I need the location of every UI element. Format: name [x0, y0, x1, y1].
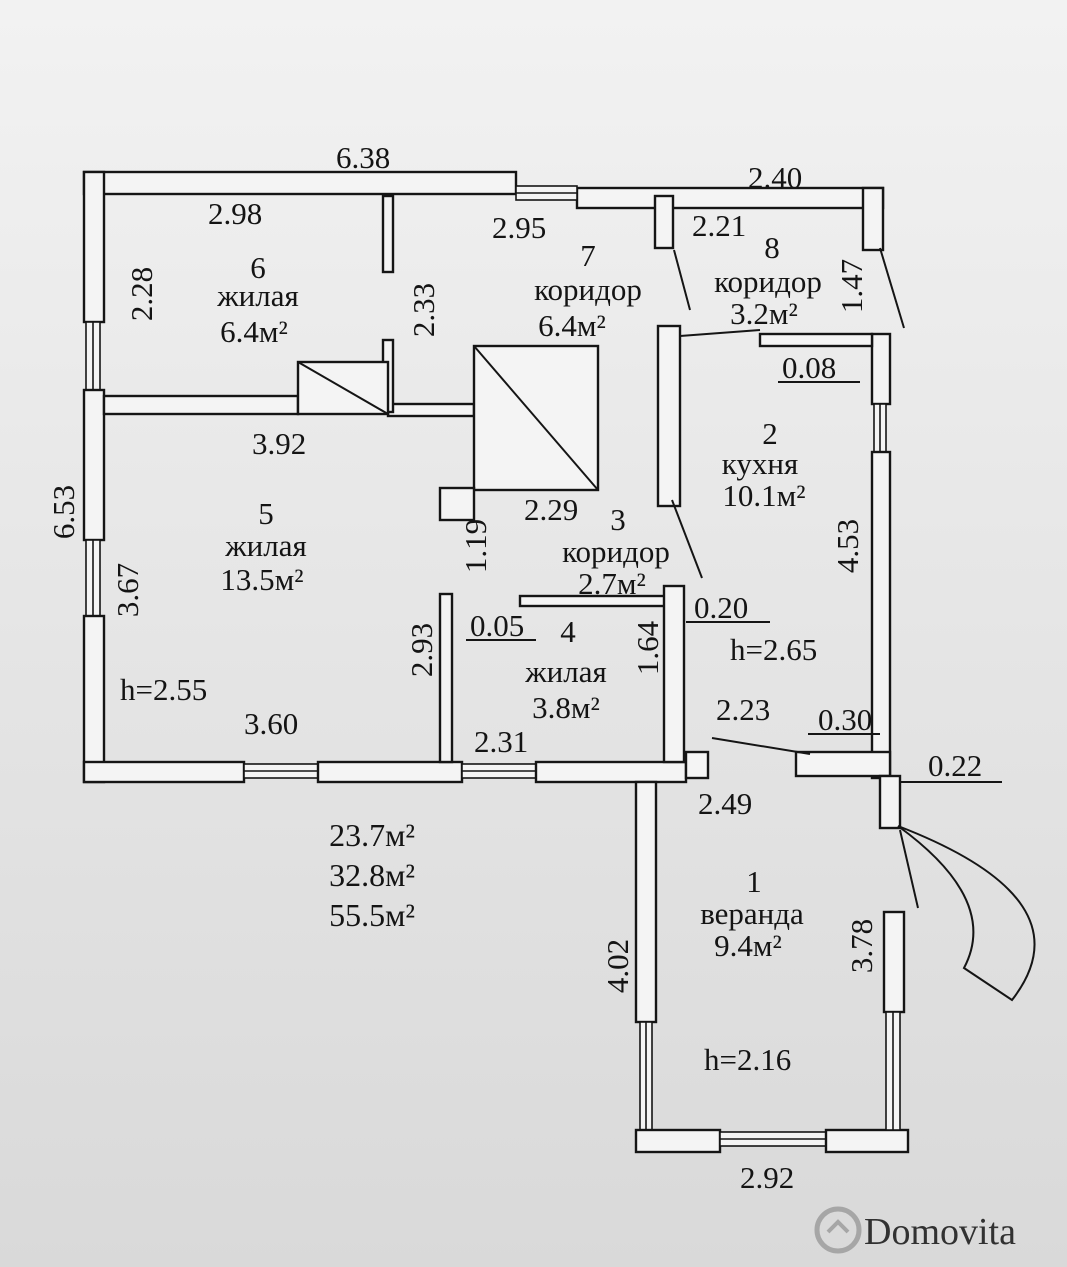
kitchen-bottom-wall — [794, 750, 892, 778]
dim-r8-side: 1.47 — [834, 259, 869, 313]
dim-step-020: 0.20 — [694, 590, 748, 625]
room-labels: 6 жилая 6.4м² 7 коридор 6.4м² 8 коридор … — [216, 230, 822, 963]
room-8-number: 8 — [764, 230, 780, 265]
outer-wall-left-mid — [82, 388, 106, 542]
outer-wall-top — [82, 170, 518, 196]
room-1-area: 9.4м² — [714, 928, 782, 963]
dim-r5-side: 3.67 — [110, 563, 145, 617]
room-3-number: 3 — [610, 502, 626, 537]
veranda-right-wall-top — [882, 910, 906, 1014]
dim-step-005: 0.05 — [470, 608, 524, 643]
height-veranda: h=2.16 — [704, 1042, 791, 1077]
room-2-number: 2 — [762, 416, 778, 451]
stove-ledge — [438, 486, 476, 522]
ceiling-heights: h=2.55 h=2.65 h=2.16 — [120, 632, 817, 1077]
area-totals: 23.7м² 32.8м² 55.5м² — [329, 817, 415, 933]
dim-veranda-bottom: 2.92 — [740, 1160, 794, 1195]
room-6-number: 6 — [250, 250, 266, 285]
total-auxiliary: 32.8м² — [329, 857, 415, 893]
room-8-name: коридор — [714, 264, 822, 299]
outer-wall-left-top — [82, 170, 106, 324]
dim-r4-left: 2.93 — [404, 623, 439, 677]
dim-veranda-left: 4.02 — [600, 939, 635, 993]
dim-r4-bottom: 2.31 — [474, 724, 528, 759]
outer-wall-bottom-2 — [316, 760, 464, 784]
outer-wall-right-top — [861, 186, 885, 252]
room-1-number: 1 — [746, 864, 762, 899]
dim-step-022: 0.22 — [928, 748, 982, 783]
dim-r6-side: 2.28 — [124, 267, 159, 321]
domovita-watermark: Domovita — [814, 1206, 1016, 1254]
wall-7-kitchen — [656, 324, 682, 508]
wall-4-left — [438, 592, 454, 764]
veranda-bottom-wall-2 — [824, 1128, 910, 1154]
domovita-brand: Domovita — [864, 1211, 1016, 1253]
dim-left-side: 6.53 — [46, 485, 81, 539]
dim-r5-top: 3.92 — [252, 426, 306, 461]
height-main: h=2.55 — [120, 672, 207, 707]
dim-r3-side: 1.19 — [458, 519, 493, 573]
entry-door-swing — [897, 825, 1036, 1002]
total-living: 23.7м² — [329, 817, 415, 853]
kitchen-right-wall-top — [870, 332, 892, 406]
outer-wall-left-bottom — [82, 614, 106, 784]
room-4-name: жилая — [524, 654, 607, 689]
dim-r3-top: 2.29 — [524, 492, 578, 527]
dim-r6-top: 2.98 — [208, 196, 262, 231]
walls — [82, 170, 1036, 1154]
room-2-name: кухня — [722, 446, 798, 481]
room-4-number: 4 — [560, 614, 576, 649]
dim-r4-right: 1.64 — [630, 620, 665, 675]
room-6-area: 6.4м² — [220, 314, 288, 349]
outer-wall-top-right — [575, 186, 885, 210]
room-7-name: коридор — [534, 272, 642, 307]
dim-kitchen-side: 4.53 — [830, 519, 865, 573]
room-3-name: коридор — [562, 534, 670, 569]
room-7-area: 6.4м² — [538, 308, 606, 343]
room-2-area: 10.1м² — [722, 478, 805, 513]
domovita-logo-icon — [814, 1206, 862, 1254]
dim-step-223: 2.23 — [716, 692, 770, 727]
entry-post — [878, 774, 902, 830]
dim-veranda-right: 3.78 — [844, 919, 879, 973]
dimension-labels: 6.38 2.40 2.98 2.95 2.21 3.92 2.29 3.60 … — [46, 140, 1002, 1195]
wall-4-right — [662, 584, 686, 764]
wall-stub-bottom — [684, 750, 710, 780]
room-8-area: 3.2м² — [730, 296, 798, 331]
kitchen-right-wall — [870, 450, 892, 780]
partition-6-7 — [381, 194, 395, 274]
dim-r7-top: 2.95 — [492, 210, 546, 245]
room-5-area: 13.5м² — [220, 562, 303, 597]
dim-r6-partition: 2.33 — [406, 283, 441, 337]
dim-step-030: 0.30 — [818, 702, 872, 737]
room-5-name: жилая — [224, 528, 307, 563]
dim-top-right: 2.40 — [748, 160, 802, 195]
kitchen-top-step — [758, 332, 874, 348]
outer-wall-bottom-3 — [534, 760, 688, 784]
dim-veranda-top: 2.49 — [698, 786, 752, 821]
dim-top-left: 6.38 — [336, 140, 390, 175]
total-overall: 55.5м² — [329, 897, 415, 933]
height-kitchen: h=2.65 — [730, 632, 817, 667]
veranda-bottom-wall-1 — [634, 1128, 722, 1154]
wall-7-8 — [653, 194, 675, 250]
room-5-number: 5 — [258, 496, 274, 531]
room-4-area: 3.8м² — [532, 690, 600, 725]
room-6-name: жилая — [216, 278, 299, 313]
dim-step-008: 0.08 — [782, 350, 836, 385]
wall-6-5-right — [386, 402, 476, 418]
outer-wall-bottom-1 — [82, 760, 246, 784]
room-3-area: 2.7м² — [578, 566, 646, 601]
veranda-left-wall — [634, 780, 658, 1024]
wall-6-5 — [102, 394, 300, 416]
dim-r5-bottom: 3.60 — [244, 706, 298, 741]
dim-r8-top: 2.21 — [692, 208, 746, 243]
room-7-number: 7 — [580, 238, 596, 273]
room-1-name: веранда — [700, 896, 804, 931]
